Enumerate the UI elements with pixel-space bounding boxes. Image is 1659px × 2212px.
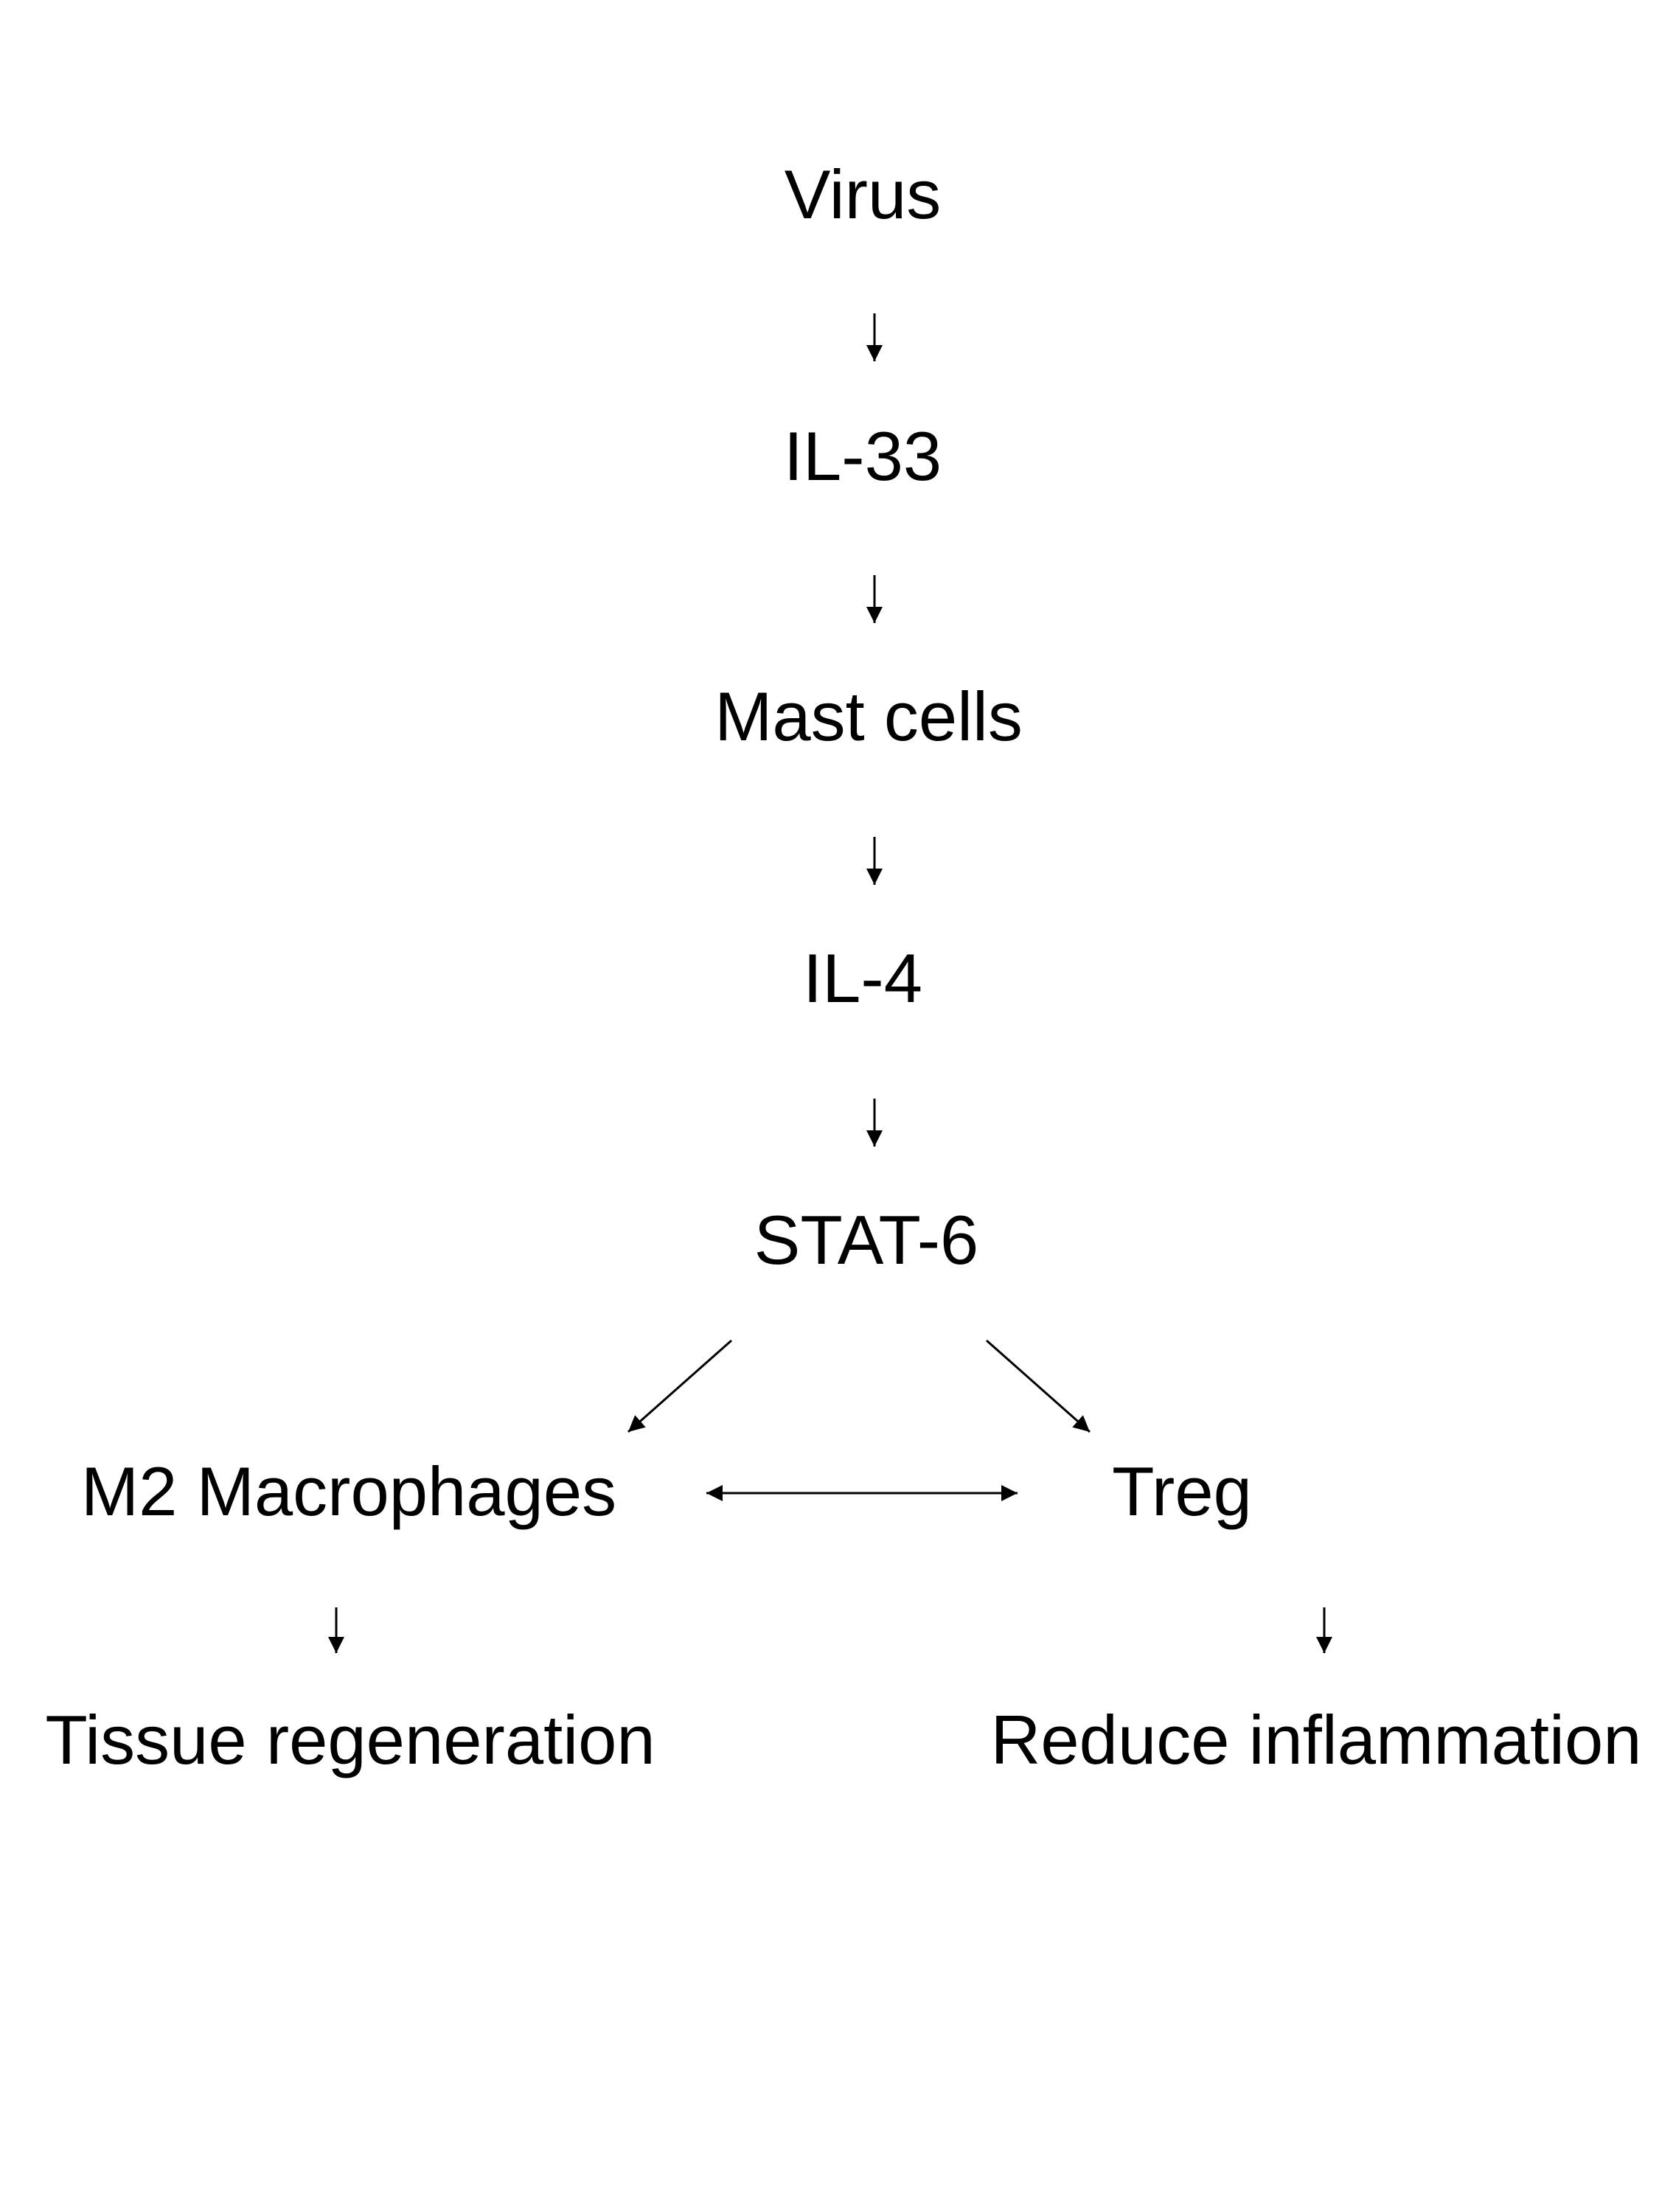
arrow-stat-6-to-m2-macrophages	[627, 1339, 732, 1433]
node-mast-cells: Mast cells	[714, 678, 1023, 755]
node-treg: Treg	[1112, 1453, 1252, 1530]
node-stat-6: STAT-6	[754, 1201, 979, 1279]
node-il-4: IL-4	[803, 939, 922, 1017]
node-reduce-inflammation: Reduce inflammation	[990, 1701, 1642, 1778]
node-tissue-regeneration: Tissue regeneration	[45, 1701, 655, 1778]
node-virus: Virus	[784, 156, 942, 233]
node-il-33: IL-33	[783, 417, 942, 495]
node-m2-macrophages: M2 Macrophages	[80, 1453, 617, 1530]
arrow-stat-6-to-treg	[986, 1339, 1091, 1433]
